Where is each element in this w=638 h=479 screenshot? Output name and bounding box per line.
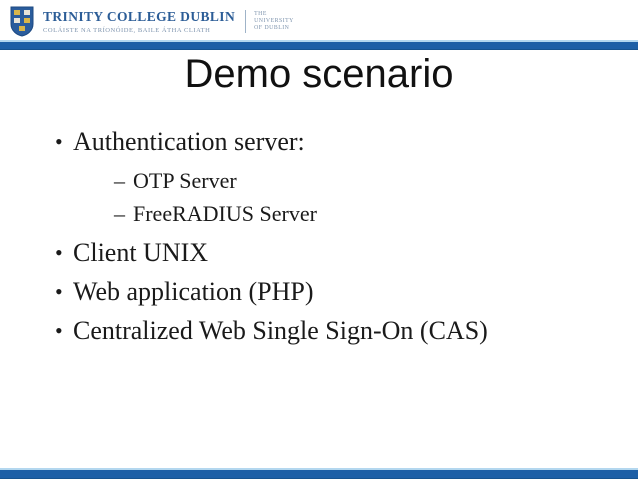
list-item: • Client UNIX [0, 237, 638, 268]
list-item-label: FreeRADIUS Server [133, 201, 317, 226]
institution-name: TRINITY COLLEGE DUBLIN [43, 9, 236, 24]
dash-icon: – [114, 168, 125, 193]
institution-name-irish: COLÁISTE NA TRÍONÓIDE, BAILE ÁTHA CLIATH [43, 27, 211, 34]
list-item: – OTP Server [0, 167, 638, 194]
bullet-list: • Authentication server: – OTP Server – … [0, 126, 638, 354]
footer-rule-bar [0, 468, 638, 479]
dash-icon: – [114, 201, 125, 226]
trinity-crest-icon [10, 6, 34, 37]
trinity-logo: TRINITY COLLEGE DUBLIN COLÁISTE NA TRÍON… [10, 6, 294, 37]
university-of-dublin-label: THE UNIVERSITY OF DUBLIN [254, 11, 294, 32]
bullet-icon: • [55, 279, 63, 304]
bullet-icon: • [55, 318, 63, 343]
header: TRINITY COLLEGE DUBLIN COLÁISTE NA TRÍON… [0, 0, 638, 40]
header-divider [245, 10, 247, 33]
list-item: – FreeRADIUS Server [0, 200, 638, 227]
list-item: • Authentication server: [0, 126, 638, 157]
page-title: Demo scenario [184, 52, 454, 96]
list-item-label: Client UNIX [73, 238, 209, 267]
list-item-label: Authentication server: [73, 127, 305, 156]
list-item-label: Centralized Web Single Sign-On (CAS) [73, 316, 488, 345]
list-item-label: Web application (PHP) [73, 277, 314, 306]
university-line-3: OF DUBLIN [254, 25, 290, 31]
list-item-label: OTP Server [133, 168, 237, 193]
bullet-icon: • [55, 240, 63, 265]
header-rule-bar [0, 40, 638, 50]
list-item: • Centralized Web Single Sign-On (CAS) [0, 315, 638, 346]
university-line-1: THE [254, 11, 267, 17]
bullet-icon: • [55, 129, 63, 154]
list-item: • Web application (PHP) [0, 276, 638, 307]
wordmark-block: TRINITY COLLEGE DUBLIN COLÁISTE NA TRÍON… [43, 9, 235, 34]
university-line-2: UNIVERSITY [254, 18, 294, 24]
